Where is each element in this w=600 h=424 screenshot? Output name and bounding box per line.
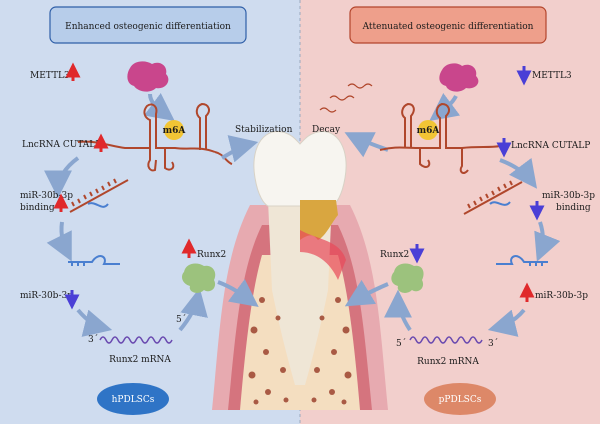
right-runx2-protein: [391, 263, 424, 293]
left-m6a-dot: [164, 120, 184, 140]
tooth-illustration: [212, 131, 388, 410]
left-title: Enhanced osteogenic differentiation: [65, 22, 231, 32]
left-5prime-label: 5´: [176, 314, 186, 325]
left-arrow-runx2-to-bone: [217, 279, 259, 308]
left-3prime-label: 3´: [88, 334, 98, 345]
right-arrow-mir-to-mrna: [487, 308, 526, 337]
left-mettl3-protein: [127, 61, 169, 92]
left-runx2-mrna-wave: [99, 336, 173, 344]
right-arrow-mrna-to-runx2: [384, 289, 413, 332]
right-decay-fragments: [319, 83, 373, 113]
left-title-box: [49, 6, 247, 44]
tooth-calculus: [300, 200, 338, 240]
right-ppdlsc-cell: [424, 383, 496, 415]
right-lncrna-structure: [379, 102, 501, 174]
left-arrow-mrna-to-runx2: [178, 287, 208, 332]
left-hpdlsc-label: hPDLSCs: [112, 395, 155, 405]
right-title-box: [349, 6, 547, 44]
left-binding-strand: [69, 178, 129, 213]
left-mir-label: miR-30b-3p: [20, 291, 73, 301]
left-lncrna-label: LncRNA CUTALP: [22, 140, 101, 150]
left-binding-mir: [87, 202, 109, 208]
right-mir-hairpin: [496, 255, 548, 266]
right-mir-label: miR-30b-3p: [535, 291, 588, 301]
right-arrow-runx2-to-bone: [344, 279, 389, 307]
right-m6a-label: m6A: [417, 126, 441, 136]
left-arrow-mir-to-mrna: [76, 308, 113, 337]
right-binding-label-1: miR-30b-3p: [542, 191, 595, 201]
left-stabilization-label: Stabilization: [235, 125, 293, 135]
left-arrow-binding-to-mir: [46, 221, 72, 262]
right-binding-mir: [489, 201, 511, 206]
right-arrow-lncrna-to-binding: [499, 157, 538, 189]
right-binding-strand: [463, 180, 523, 215]
right-5prime-label: 5´: [396, 338, 406, 349]
right-ppdlsc-label: pPDLSCs: [439, 395, 482, 405]
left-mir-hairpin: [68, 255, 120, 266]
right-runx2-mrna-label: Runx2 mRNA: [417, 357, 479, 367]
right-mettl3-protein: [439, 63, 479, 92]
inflamed-gum: [300, 230, 346, 280]
right-runx2-mrna-wave: [409, 336, 483, 344]
left-runx2-protein: [182, 263, 216, 293]
left-binding-label-1: miR-30b-3p: [20, 191, 73, 201]
right-m6a-dot: [418, 120, 438, 140]
left-hpdlsc-cell: [97, 383, 169, 415]
left-mettl3-label: METTL3: [30, 71, 70, 81]
left-m6a-label: m6A: [163, 126, 187, 136]
left-arrow-to-stabilization: [220, 135, 259, 163]
right-runx2-label: Runx2: [380, 250, 409, 260]
left-binding-label-2: binding: [20, 203, 55, 213]
left-runx2-label: Runx2: [197, 250, 226, 260]
right-mettl3-label: METTL3: [532, 71, 572, 81]
left-arrow-lncrna-to-binding: [44, 156, 80, 199]
right-arrow-binding-to-mir: [534, 221, 561, 262]
right-3prime-label: 3´: [488, 338, 498, 349]
right-lncrna-label: LncRNA CUTALP: [511, 141, 590, 151]
right-decay-label: Decay: [312, 125, 341, 135]
right-title: Attenuated osteogenic differentiation: [362, 22, 534, 32]
bone-pores: [248, 297, 352, 405]
left-lncrna-structure: [77, 102, 233, 172]
right-binding-label-2: binding: [556, 203, 591, 213]
left-runx2-mrna-label: Runx2 mRNA: [109, 355, 171, 365]
